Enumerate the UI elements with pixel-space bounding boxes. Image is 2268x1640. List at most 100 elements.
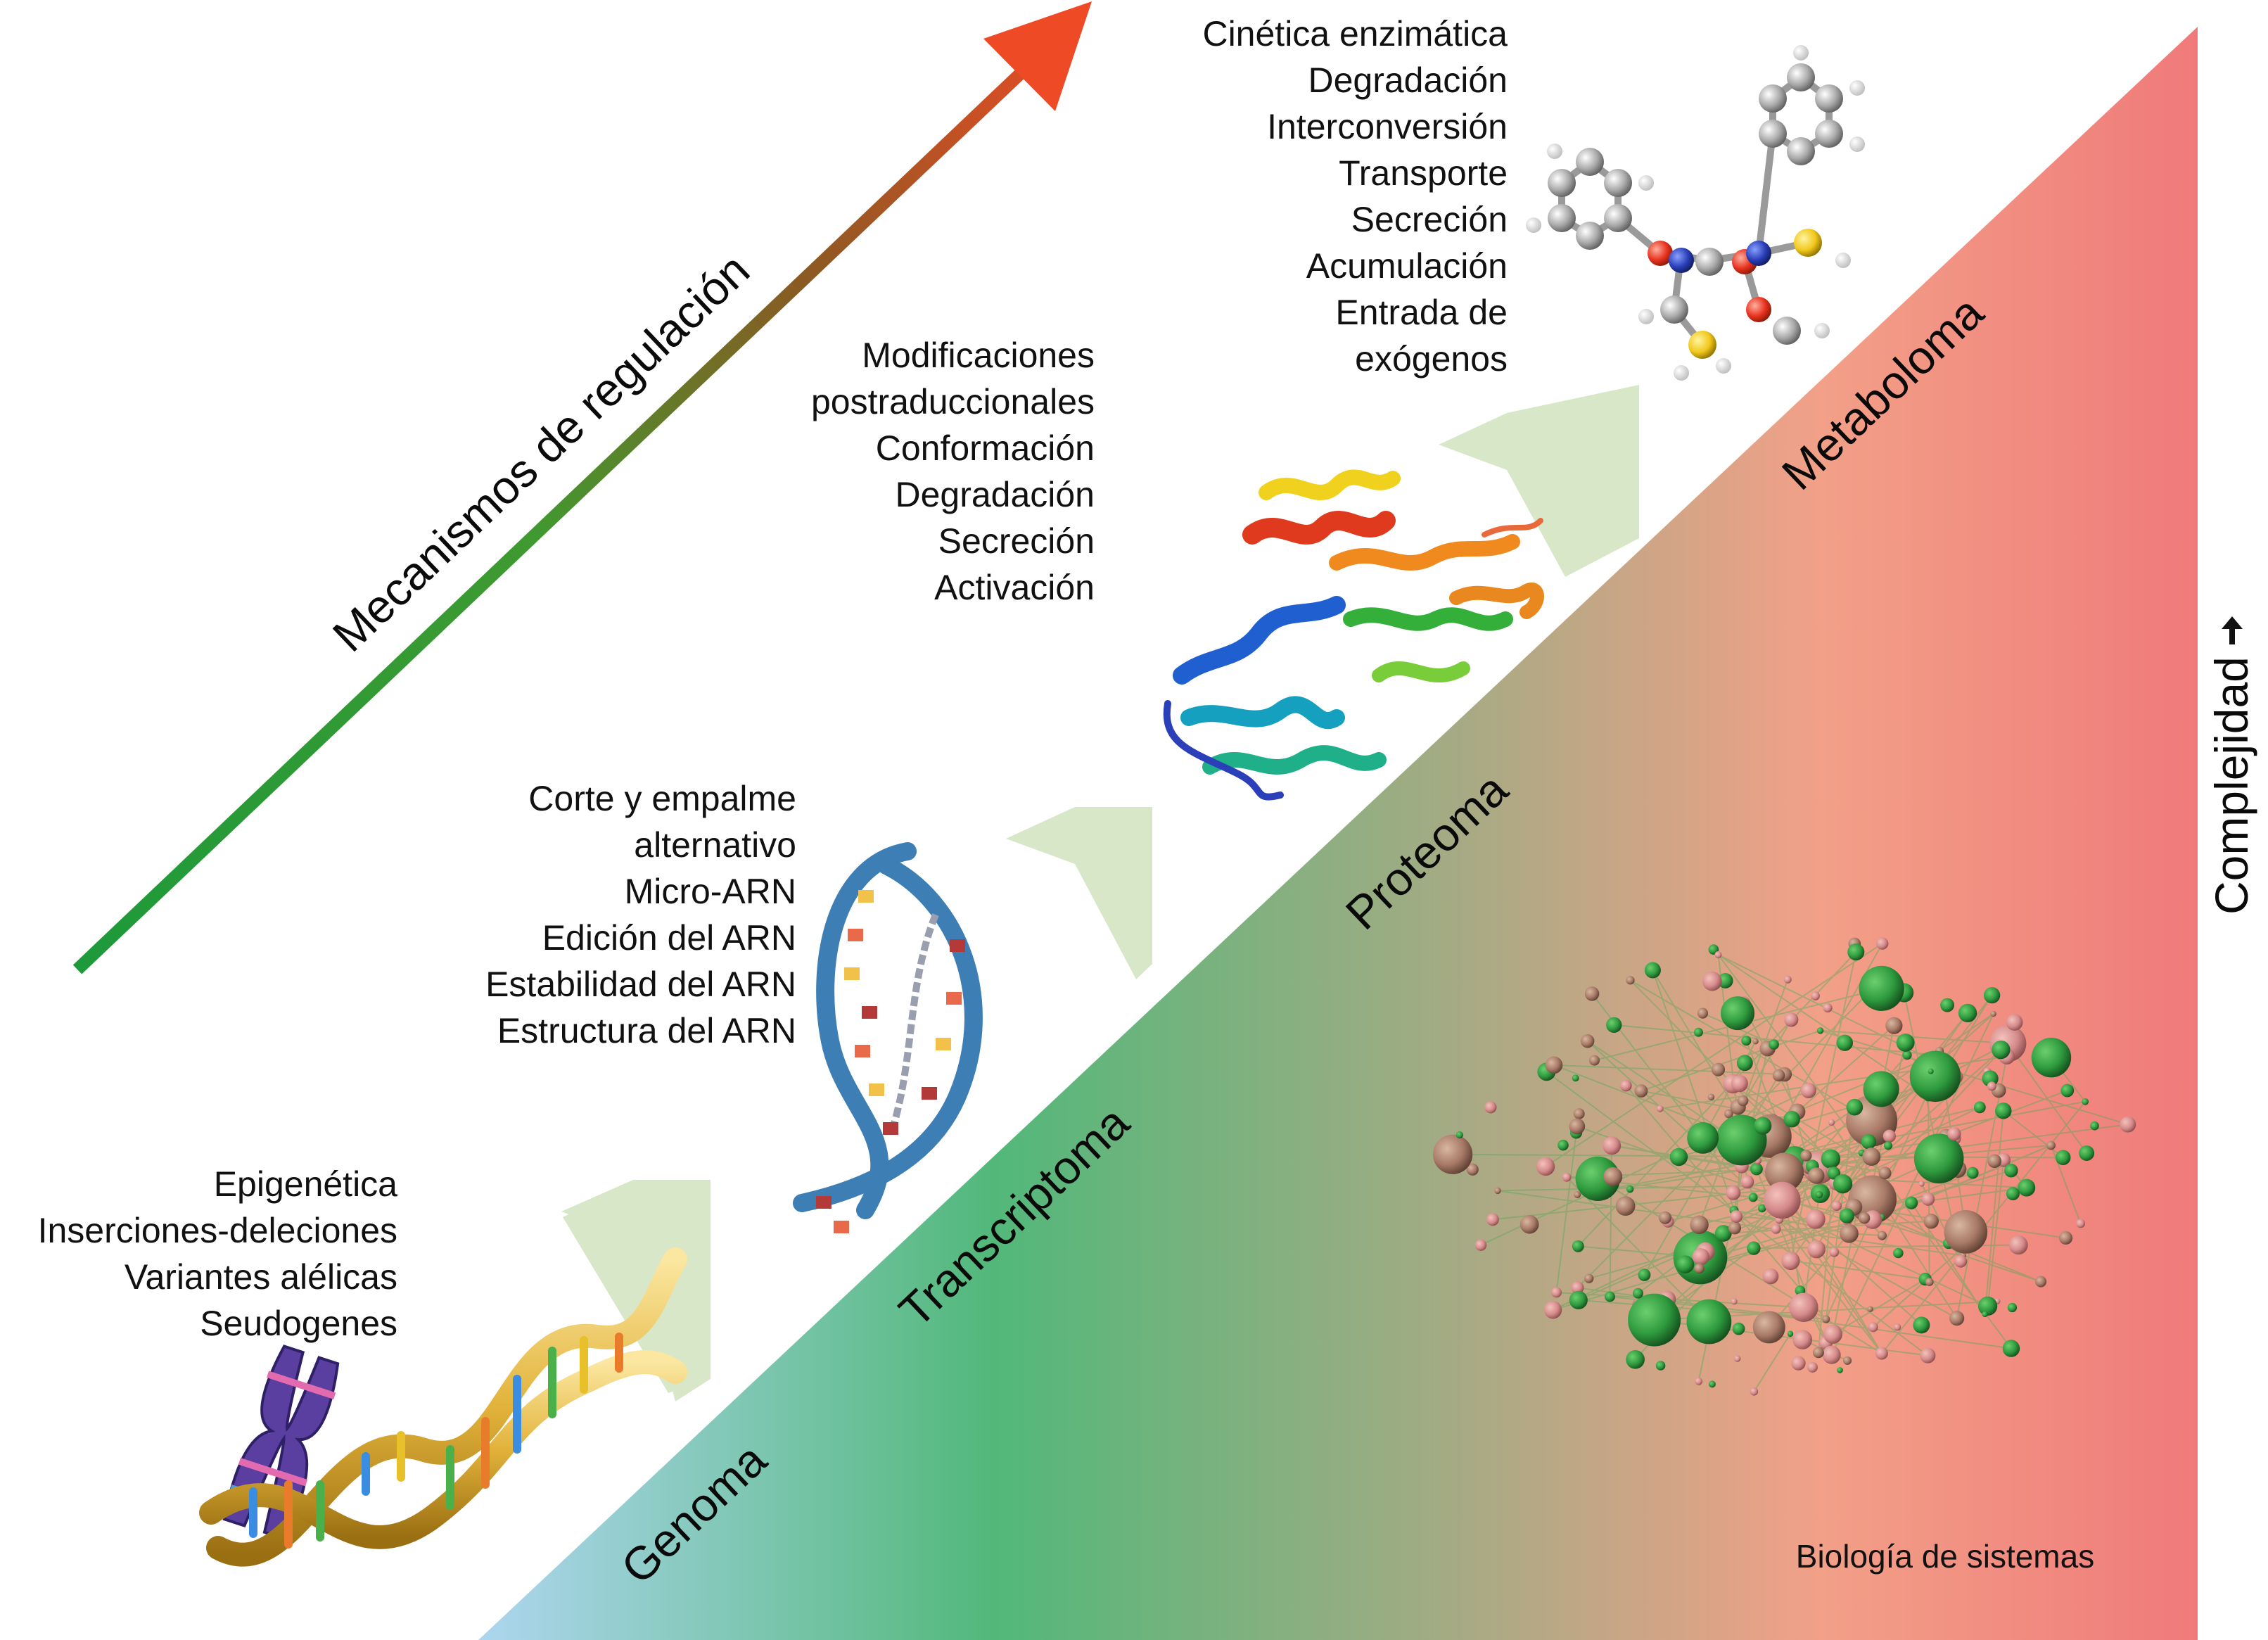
network-edge bbox=[1739, 1083, 1885, 1174]
network-node bbox=[1615, 1196, 1636, 1216]
network-edge bbox=[1820, 1029, 2008, 1045]
network-edge bbox=[1873, 1247, 1963, 1328]
network-edge bbox=[1555, 1126, 1578, 1293]
mechanism-item: Interconversión bbox=[1267, 107, 1508, 146]
network-node bbox=[1867, 1306, 1873, 1312]
chevron-arrow-3-shape bbox=[1439, 385, 1639, 577]
network-node bbox=[1800, 1150, 1812, 1162]
network-node bbox=[2055, 1150, 2071, 1166]
network-node bbox=[1687, 1121, 1719, 1154]
mechanism-item: Edición del ARN bbox=[542, 918, 796, 958]
network-node bbox=[1536, 1157, 1555, 1176]
network-node bbox=[2035, 1276, 2047, 1288]
network-edge bbox=[1790, 951, 1857, 1261]
network-edge bbox=[1984, 1110, 2004, 1315]
network-node bbox=[1847, 943, 1865, 961]
network-node bbox=[1721, 996, 1755, 1031]
network-edge bbox=[1588, 1197, 1878, 1280]
network-node bbox=[1603, 1136, 1622, 1155]
network-edge bbox=[1830, 1013, 1994, 1356]
network-edge bbox=[2007, 1043, 2087, 1154]
network-node bbox=[1494, 1187, 1501, 1195]
network-node bbox=[2090, 1121, 2099, 1131]
network-edge bbox=[1736, 1216, 1780, 1221]
network-node bbox=[1754, 1117, 1772, 1135]
network-node bbox=[1628, 1293, 1681, 1347]
network-node bbox=[1543, 1301, 1562, 1319]
network-node bbox=[1569, 1290, 1588, 1309]
network-edge bbox=[1733, 1209, 1849, 1235]
network-node bbox=[1724, 1109, 1733, 1119]
mechanism-item: Secreción bbox=[938, 521, 1095, 561]
network-node bbox=[1883, 1141, 1893, 1150]
network-node bbox=[1843, 1356, 1852, 1365]
network-edge bbox=[1652, 970, 1738, 1217]
network-edge bbox=[1778, 1219, 1882, 1354]
network-node bbox=[2082, 1098, 2089, 1105]
network-node bbox=[1572, 1240, 1584, 1252]
network-node bbox=[1808, 1167, 1825, 1184]
network-edge bbox=[1820, 1029, 2129, 1126]
network-node bbox=[1983, 986, 2001, 1004]
network-node bbox=[1858, 1212, 1871, 1224]
network-node bbox=[1626, 1185, 1634, 1193]
network-node bbox=[1949, 1311, 1965, 1326]
network-node bbox=[1923, 1214, 1939, 1229]
network-edge bbox=[1591, 993, 1704, 1138]
network-node bbox=[1604, 1291, 1615, 1302]
network-node bbox=[1694, 1263, 1705, 1274]
network-node bbox=[1840, 1223, 1859, 1243]
network-edge bbox=[1987, 1159, 2005, 1307]
network-node bbox=[1626, 976, 1635, 985]
network-node bbox=[1836, 1034, 1853, 1051]
network-node bbox=[1573, 1108, 1585, 1119]
network-node bbox=[1846, 1098, 1864, 1116]
network-edge bbox=[1832, 1278, 1926, 1335]
network-node bbox=[1772, 1069, 1785, 1082]
regulation-arrow-label: Mecanismos de regulación bbox=[323, 243, 759, 661]
network-node bbox=[1807, 1361, 1818, 1373]
network-node bbox=[1823, 1324, 1842, 1344]
network-edge bbox=[1800, 1124, 2128, 1169]
network-node bbox=[2006, 1014, 2023, 1031]
network-node bbox=[1861, 1134, 1876, 1150]
network-edge bbox=[2003, 1110, 2064, 1159]
network-edge bbox=[1723, 1220, 1932, 1234]
mechanism-item: Inserciones-deleciones bbox=[38, 1211, 397, 1250]
network-node bbox=[1925, 1278, 1934, 1286]
network-node bbox=[1954, 1254, 1968, 1268]
network-node bbox=[1736, 1055, 1753, 1072]
network-node bbox=[1882, 1129, 1896, 1143]
network-node bbox=[1831, 1200, 1842, 1212]
network-node bbox=[2006, 1187, 2020, 1201]
network-node bbox=[1823, 1003, 1833, 1013]
network-node bbox=[1829, 1247, 1840, 1257]
network-node bbox=[1638, 1269, 1651, 1281]
network-node bbox=[1815, 1190, 1823, 1199]
mechanism-item: Cinética enzimática bbox=[1202, 14, 1508, 53]
mechanism-item: Epigenética bbox=[214, 1164, 397, 1204]
network-node bbox=[1740, 1175, 1754, 1189]
network-node bbox=[1987, 1081, 1996, 1091]
network-node bbox=[1669, 1148, 1688, 1167]
network-node bbox=[1732, 1322, 1745, 1335]
complexity-axis-label: Complejidad bbox=[2205, 656, 2257, 915]
network-edge bbox=[1611, 1145, 1843, 1185]
network-edge bbox=[1576, 1125, 1848, 1222]
network-node bbox=[2007, 1302, 2018, 1313]
network-node bbox=[1771, 1223, 1781, 1234]
mechanism-item: Micro-ARN bbox=[625, 872, 796, 911]
network-node bbox=[1658, 1211, 1672, 1224]
mechanism-item: Modificaciones bbox=[862, 336, 1095, 375]
network-edge bbox=[1717, 954, 1929, 1098]
network-node bbox=[1893, 1247, 1904, 1259]
mechanism-item: Conformación bbox=[876, 428, 1095, 468]
network-node bbox=[1812, 1347, 1824, 1359]
network-node bbox=[1619, 1079, 1632, 1092]
network-node bbox=[1738, 1095, 1749, 1107]
network-node bbox=[1580, 1034, 1595, 1048]
network-node bbox=[1833, 1174, 1853, 1194]
network-node bbox=[1990, 1010, 1996, 1017]
rna-helix-icon bbox=[793, 842, 983, 1233]
